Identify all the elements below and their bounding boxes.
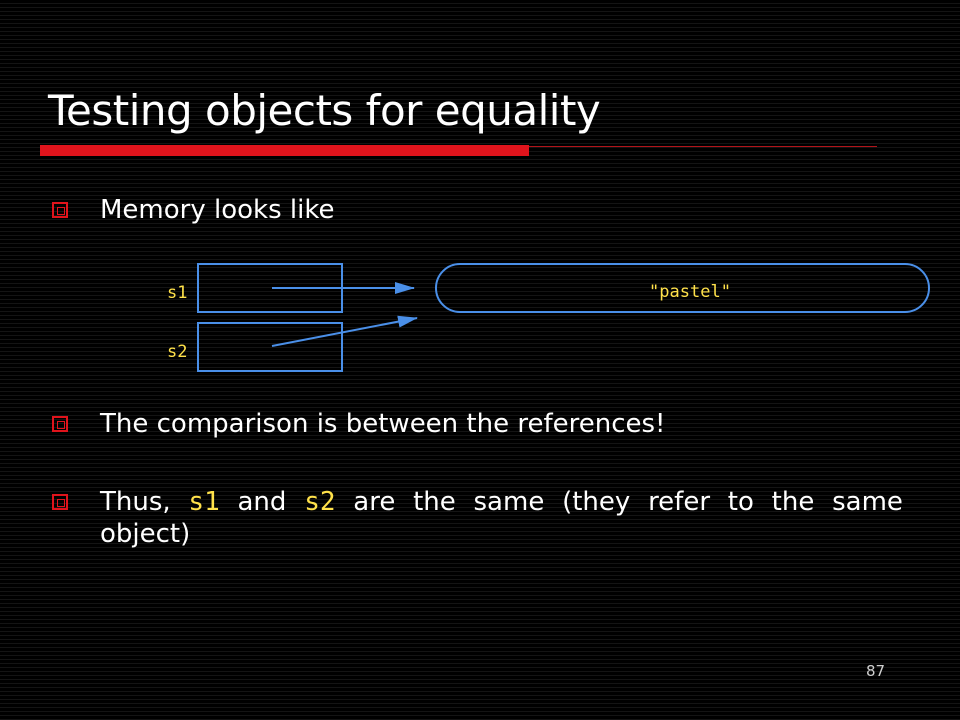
bullet-square-icon — [52, 416, 68, 432]
conclusion-line-1: Thus, s1 and s2 are the same (they refer… — [100, 486, 903, 518]
code-s2: s2 — [304, 487, 336, 517]
var-s2-label: s2 — [167, 342, 187, 362]
bullet-memory-text: Memory looks like — [100, 195, 335, 225]
slide-title: Testing objects for equality — [48, 86, 601, 135]
conclusion-line-2: object) — [100, 519, 191, 549]
page-number: 87 — [866, 662, 886, 680]
word: and — [237, 487, 287, 517]
word: the — [771, 487, 815, 517]
s2-reference-arrow — [271, 315, 418, 347]
word: are — [353, 487, 396, 517]
word: the — [413, 487, 456, 517]
bullet-square-icon — [52, 494, 68, 510]
bullet-comparison-text: The comparison is between the references… — [100, 409, 666, 439]
string-object-box — [435, 263, 930, 313]
word: Thus, — [100, 487, 171, 517]
word: same — [832, 487, 903, 517]
code-s1: s1 — [188, 487, 220, 517]
bullet-conclusion-text: Thus, s1 and s2 are the same (they refer… — [100, 486, 903, 550]
string-object-value: "pastel" — [649, 282, 731, 302]
title-underline-thick — [40, 145, 529, 156]
word: refer — [648, 487, 711, 517]
word: same — [473, 487, 545, 517]
s2-reference-box — [197, 322, 343, 372]
title-underline-thin — [529, 146, 877, 147]
word: (they — [562, 487, 631, 517]
var-s1-label: s1 — [167, 283, 187, 303]
bullet-square-icon — [52, 202, 68, 218]
word: to — [727, 487, 754, 517]
